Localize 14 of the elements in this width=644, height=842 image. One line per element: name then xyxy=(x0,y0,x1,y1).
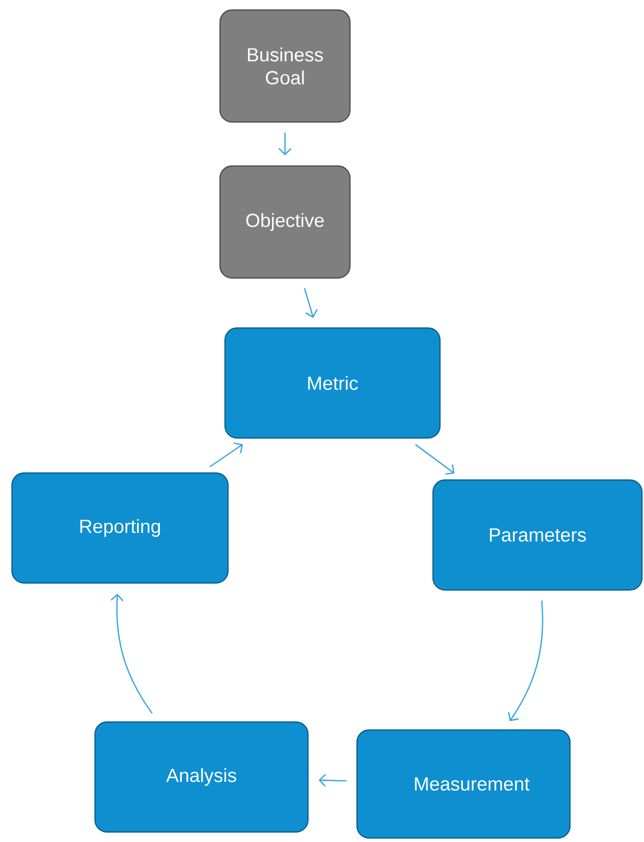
arrow xyxy=(304,288,318,318)
arrow xyxy=(508,600,544,722)
process-box: Objective xyxy=(219,165,351,279)
arrow xyxy=(278,132,292,156)
arrow xyxy=(318,774,346,787)
arrow xyxy=(209,442,243,468)
process-box: Measurement xyxy=(356,729,571,839)
process-box: Business Goal xyxy=(219,9,351,123)
process-box: Metric xyxy=(224,327,441,439)
arrow xyxy=(415,444,454,475)
arrow xyxy=(110,594,153,714)
process-box: Reporting xyxy=(11,472,229,584)
process-box: Analysis xyxy=(94,721,309,833)
process-box: Parameters xyxy=(432,479,643,591)
